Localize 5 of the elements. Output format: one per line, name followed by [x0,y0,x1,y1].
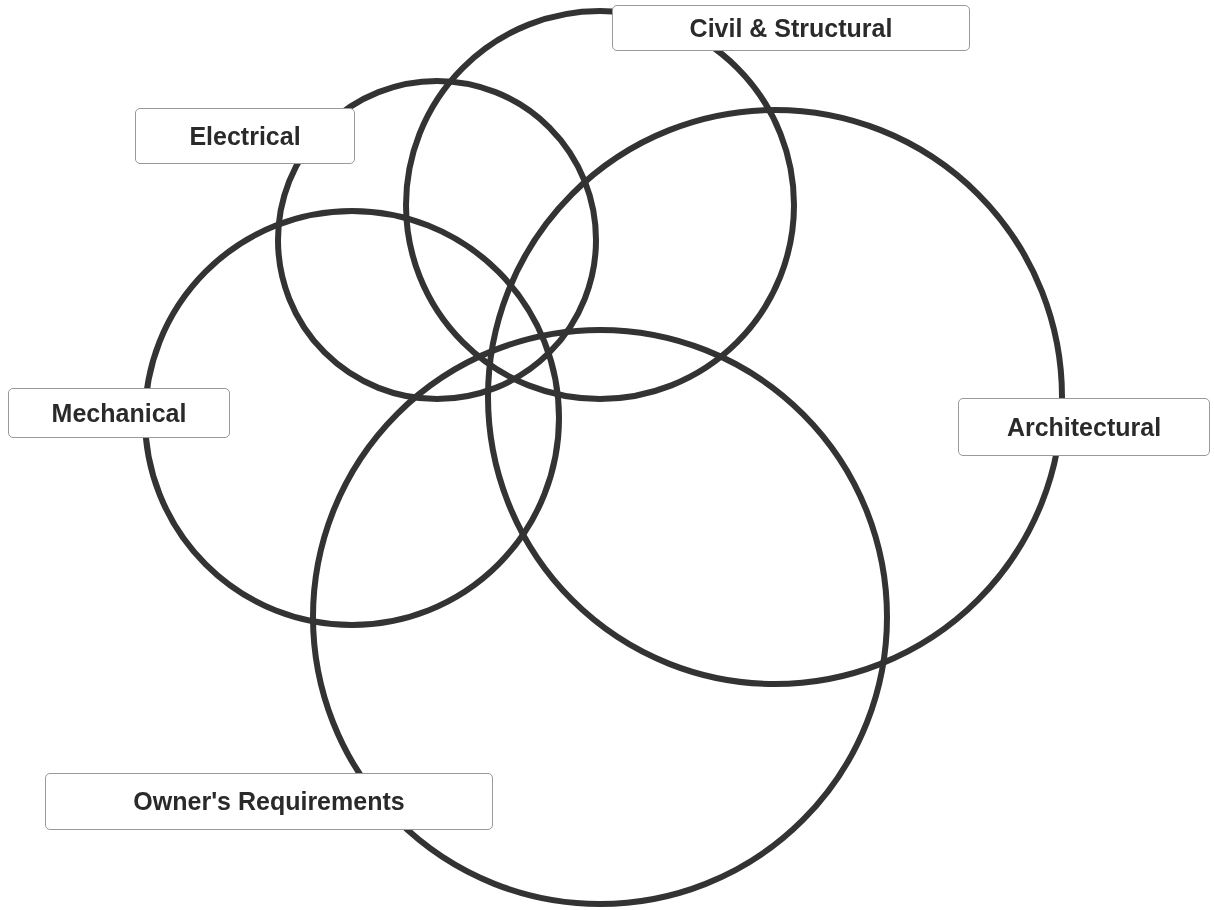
circle-label: Civil & Structural [612,5,970,51]
circle-label: Mechanical [8,388,230,438]
circle-label: Architectural [958,398,1210,456]
circle-label: Electrical [135,108,355,164]
circle-label: Owner's Requirements [45,773,493,830]
